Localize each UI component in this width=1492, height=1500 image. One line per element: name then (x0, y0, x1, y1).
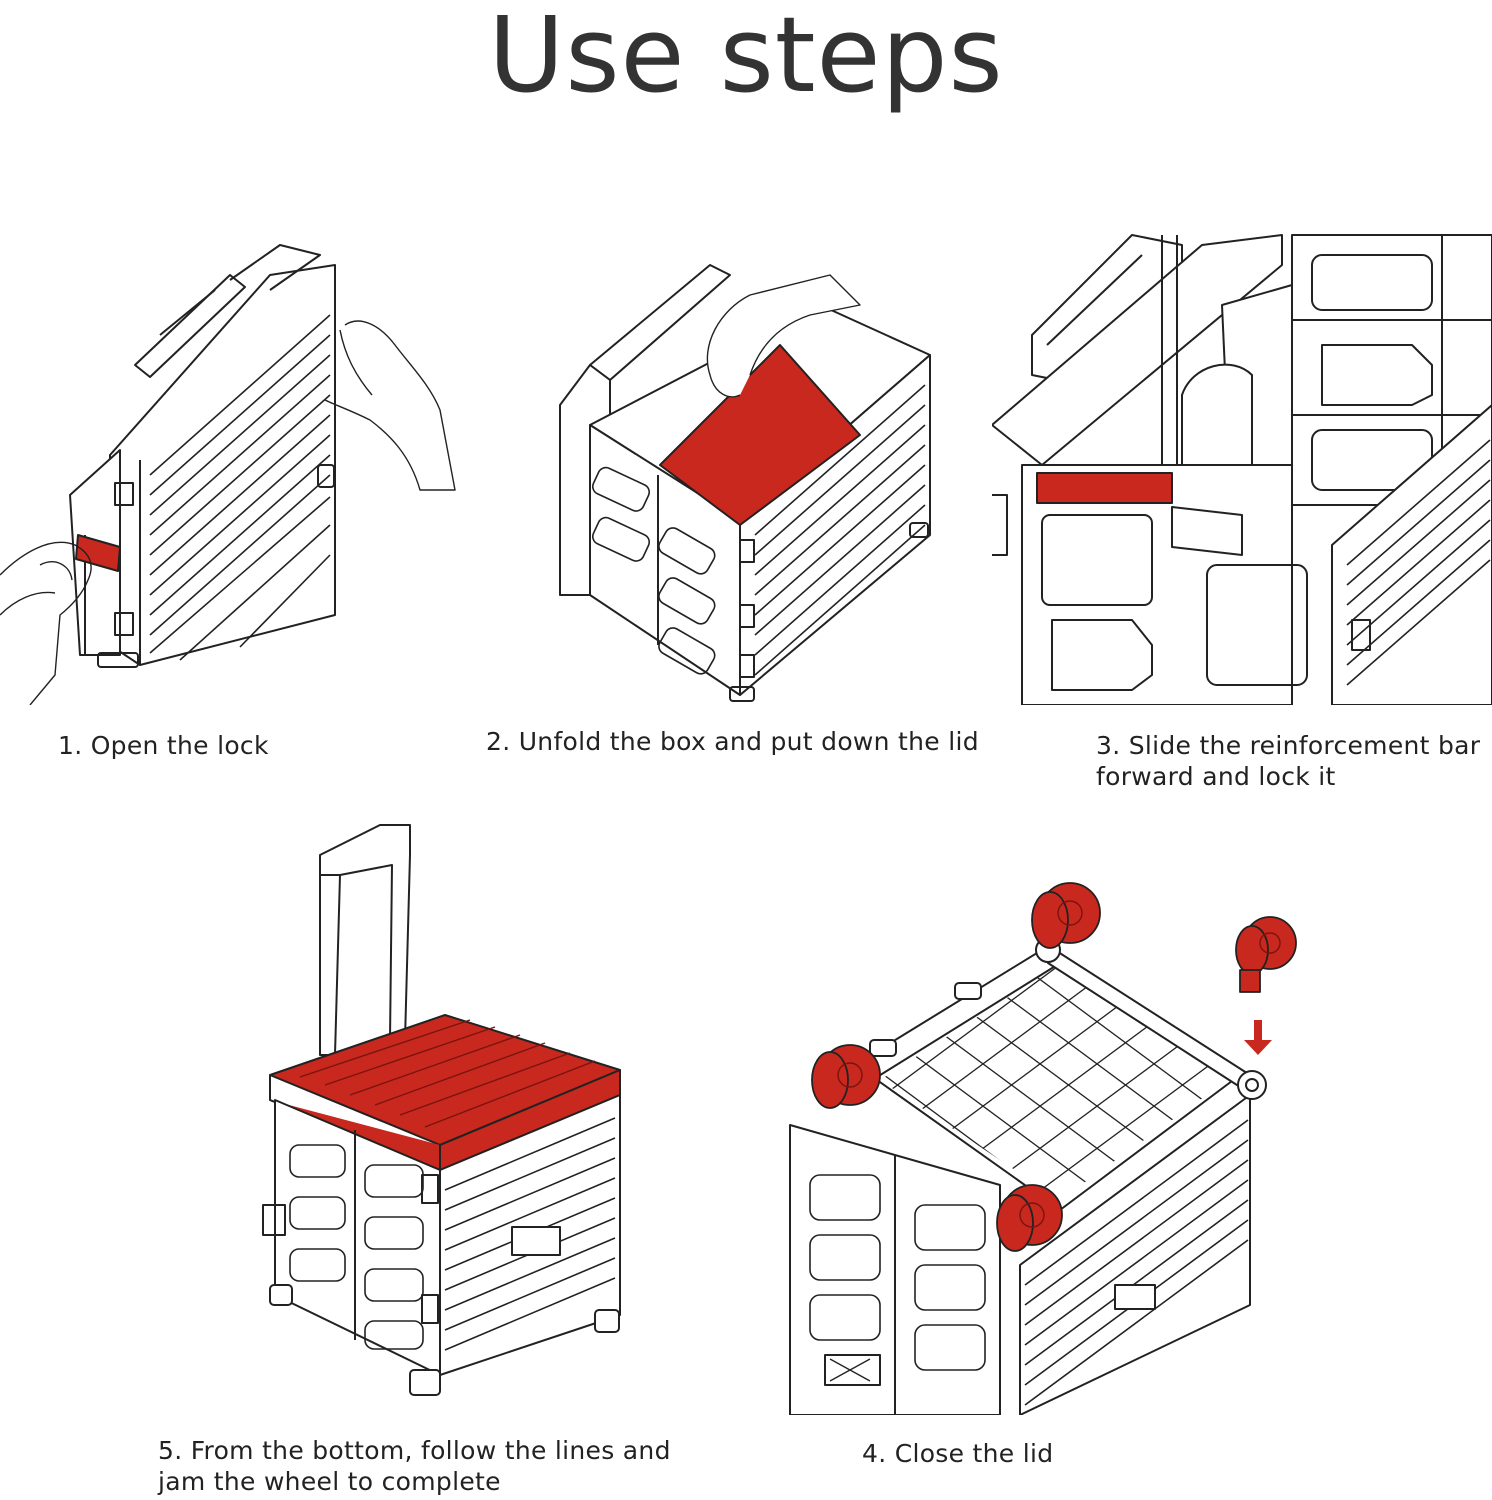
step-1-caption: 1. Open the lock (58, 731, 269, 760)
step-2-caption: 2. Unfold the box and put down the lid (486, 727, 979, 756)
step-1-illustration (0, 235, 470, 705)
step-3-caption: 3. Slide the reinforcement bar forward a… (1096, 731, 1481, 791)
page-title: Use steps (488, 0, 1004, 116)
step-5-illustration (230, 815, 670, 1405)
step-5-caption: 5. From the bottom, follow the lines and… (158, 1436, 671, 1496)
step-3-illustration (992, 225, 1492, 705)
step-2-illustration (530, 235, 950, 705)
step-4-illustration (770, 875, 1310, 1415)
step-4-caption: 4. Close the lid (862, 1439, 1054, 1468)
